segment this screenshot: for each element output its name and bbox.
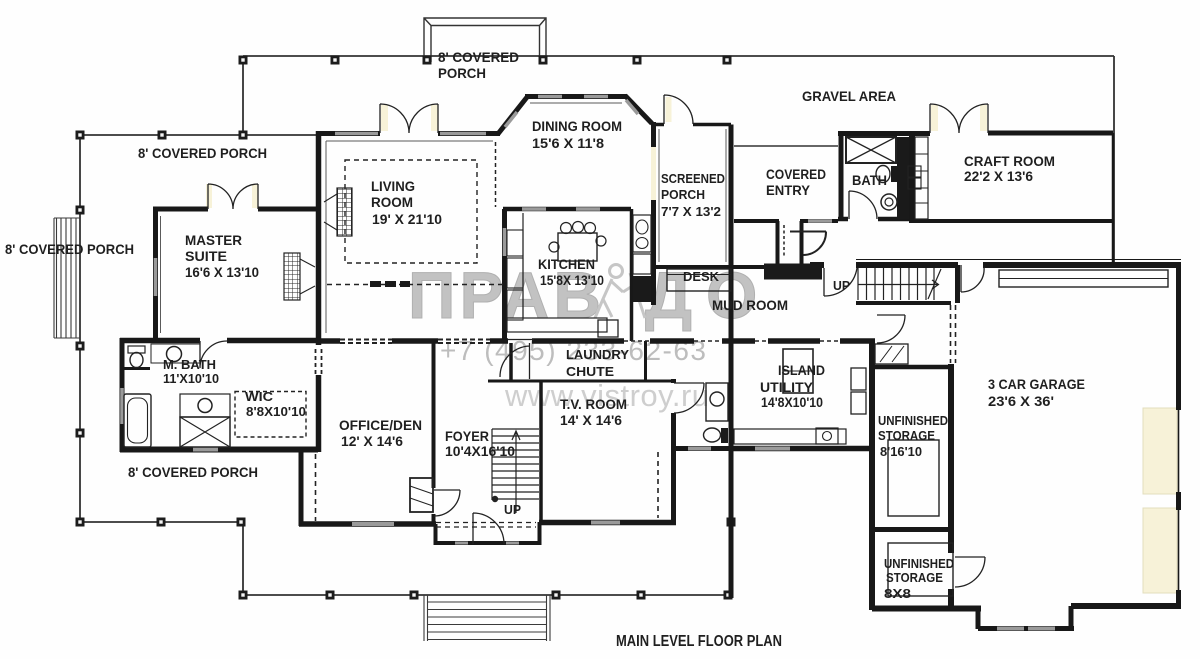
svg-text:UP: UP xyxy=(833,278,850,293)
svg-text:WIC: WIC xyxy=(245,389,274,404)
svg-text:15'6 X 11'8: 15'6 X 11'8 xyxy=(532,136,605,151)
svg-text:PORCH: PORCH xyxy=(438,65,486,81)
svg-text:PORCH: PORCH xyxy=(661,187,705,202)
svg-text:LIVING: LIVING xyxy=(371,179,415,194)
svg-text:M. BATH: M. BATH xyxy=(163,357,216,372)
svg-text:BATH: BATH xyxy=(852,173,887,188)
svg-text:14' X 14'6: 14' X 14'6 xyxy=(560,413,623,428)
svg-text:OFFICE/DEN: OFFICE/DEN xyxy=(339,418,422,433)
svg-text:8' COVERED: 8' COVERED xyxy=(438,49,519,65)
svg-text:MASTER: MASTER xyxy=(185,233,242,248)
svg-text:COVERED: COVERED xyxy=(766,167,826,182)
svg-text:UNFINISHED: UNFINISHED xyxy=(878,414,948,428)
svg-text:GRAVEL AREA: GRAVEL AREA xyxy=(802,88,896,104)
svg-text:8'16'10: 8'16'10 xyxy=(880,445,922,459)
svg-text:11'X10'10: 11'X10'10 xyxy=(163,371,219,386)
svg-text:KITCHEN: KITCHEN xyxy=(538,257,595,272)
svg-text:3 CAR GARAGE: 3 CAR GARAGE xyxy=(988,377,1085,392)
svg-text:UTILITY: UTILITY xyxy=(760,380,813,395)
svg-text:10'4X16'10: 10'4X16'10 xyxy=(445,444,515,459)
svg-text:ENTRY: ENTRY xyxy=(766,183,810,198)
svg-text:8' COVERED PORCH: 8' COVERED PORCH xyxy=(5,241,134,257)
svg-text:CRAFT ROOM: CRAFT ROOM xyxy=(964,154,1055,169)
svg-text:8'8X10'10: 8'8X10'10 xyxy=(246,404,306,419)
svg-text:ROOM: ROOM xyxy=(371,195,413,210)
svg-text:SUITE: SUITE xyxy=(185,249,227,264)
svg-text:ДО: ДО xyxy=(645,258,771,332)
svg-text:UP: UP xyxy=(504,502,521,517)
svg-text:12' X 14'6: 12' X 14'6 xyxy=(341,434,404,449)
svg-text:8X8: 8X8 xyxy=(884,587,911,601)
svg-text:14'8X10'10: 14'8X10'10 xyxy=(761,395,823,410)
svg-text:LAUNDRY: LAUNDRY xyxy=(566,347,629,362)
svg-text:7'7 X 13'2: 7'7 X 13'2 xyxy=(661,204,721,219)
svg-text:FOYER: FOYER xyxy=(445,429,489,444)
svg-text:16'6 X 13'10: 16'6 X 13'10 xyxy=(185,265,259,280)
svg-text:T.V. ROOM: T.V. ROOM xyxy=(560,397,627,412)
svg-text:8' COVERED PORCH: 8' COVERED PORCH xyxy=(128,464,258,480)
svg-text:DINING ROOM: DINING ROOM xyxy=(532,119,622,134)
svg-text:DESK: DESK xyxy=(683,269,720,284)
svg-text:www.vistroy.ru: www.vistroy.ru xyxy=(504,378,710,413)
svg-text:STORAGE: STORAGE xyxy=(886,571,943,585)
svg-text:CHUTE: CHUTE xyxy=(566,364,614,379)
svg-text:MAIN LEVEL FLOOR PLAN: MAIN LEVEL FLOOR PLAN xyxy=(616,633,782,650)
svg-text:23'6 X 36': 23'6 X 36' xyxy=(988,394,1054,409)
svg-text:UNFINISHED: UNFINISHED xyxy=(884,557,954,571)
svg-text:19' X 21'10: 19' X 21'10 xyxy=(372,212,442,227)
svg-text:STORAGE: STORAGE xyxy=(878,429,935,443)
svg-text:MUD ROOM: MUD ROOM xyxy=(712,298,788,313)
svg-text:15'8X 13'10: 15'8X 13'10 xyxy=(540,273,604,288)
svg-text:ISLAND: ISLAND xyxy=(778,363,825,378)
svg-text:22'2 X 13'6: 22'2 X 13'6 xyxy=(964,169,1033,184)
svg-text:8' COVERED PORCH: 8' COVERED PORCH xyxy=(138,145,267,161)
svg-text:SCREENED: SCREENED xyxy=(661,171,725,186)
